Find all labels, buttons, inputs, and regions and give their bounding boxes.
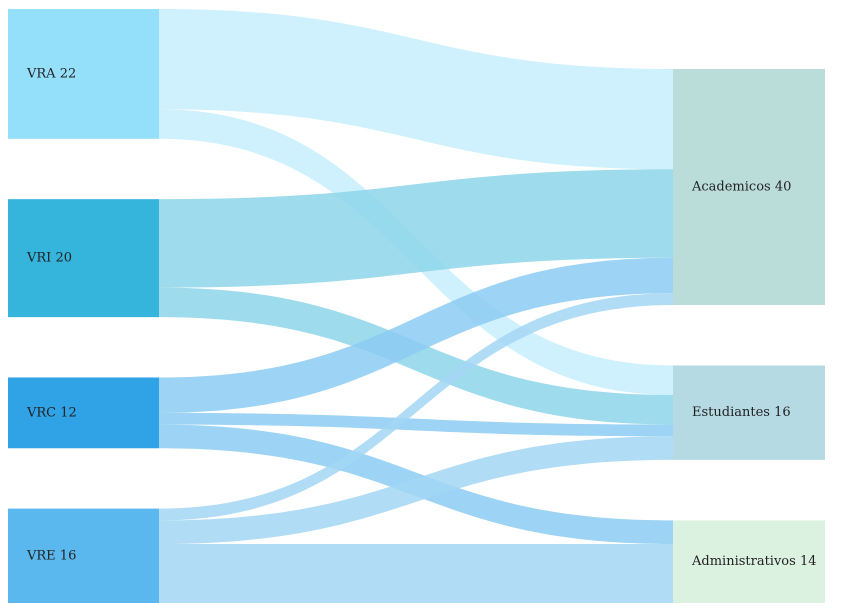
- link-vre-to-estudiantes[interactable]: [159, 436, 673, 544]
- links-layer: [159, 9, 673, 603]
- link-vra-to-academicos[interactable]: [159, 9, 673, 170]
- link-vre-to-academicos[interactable]: [159, 293, 673, 521]
- node-label-estudiantes: Estudiantes 16: [692, 405, 791, 420]
- node-estudiantes[interactable]: [673, 365, 825, 460]
- node-label-academicos: Academicos 40: [691, 180, 791, 195]
- node-label-vra: VRA 22: [26, 66, 76, 81]
- node-academicos[interactable]: [673, 69, 825, 305]
- node-label-vre: VRE 16: [26, 548, 76, 563]
- link-vre-to-administrativos[interactable]: [159, 544, 673, 603]
- node-label-vrc: VRC 12: [26, 405, 77, 420]
- link-vri-to-academicos[interactable]: [159, 169, 673, 288]
- node-label-administrativos: Administrativos 14: [691, 554, 816, 569]
- link-vrc-to-academicos[interactable]: [159, 257, 673, 413]
- node-label-vri: VRI 20: [26, 251, 72, 266]
- node-vre[interactable]: [8, 508, 159, 603]
- node-vri[interactable]: [8, 199, 159, 318]
- node-administrativos[interactable]: [673, 520, 825, 603]
- node-vra[interactable]: [8, 9, 159, 139]
- link-vri-to-estudiantes[interactable]: [159, 287, 673, 425]
- labels-layer: VRA 22 VRI 20 VRC 12 VRE 16 Academicos 40 Est…: [26, 66, 816, 569]
- nodes-layer: [8, 9, 825, 603]
- node-vrc[interactable]: [8, 377, 159, 449]
- link-vrc-to-estudiantes[interactable]: [159, 412, 673, 437]
